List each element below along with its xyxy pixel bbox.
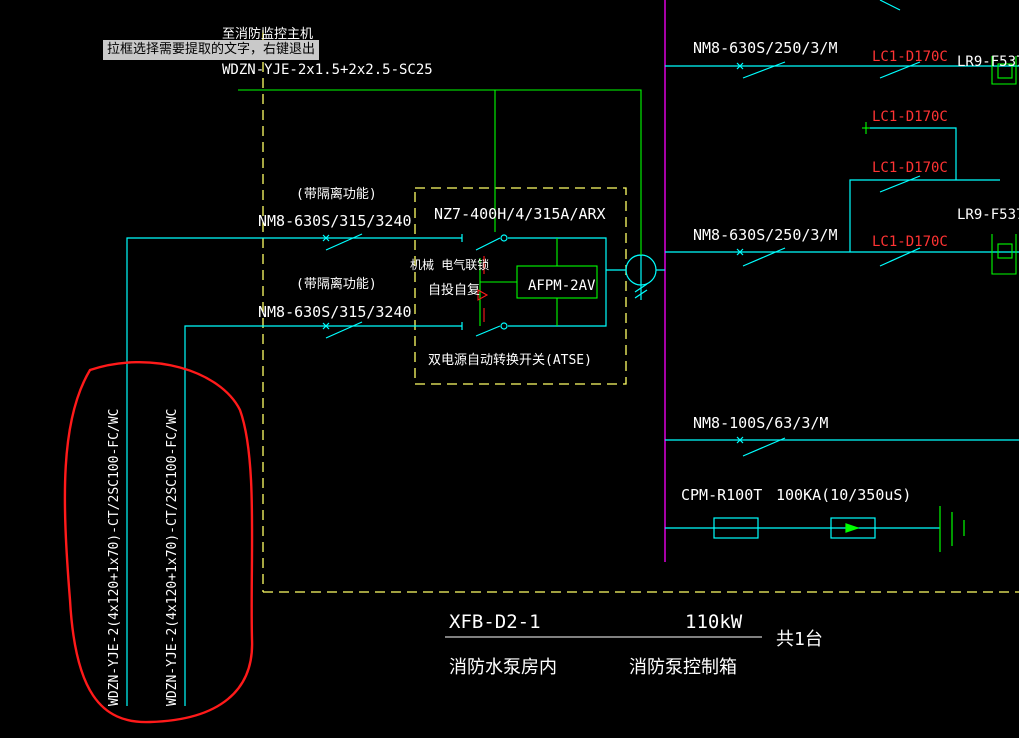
outgoing-circuits [665,0,1019,539]
outgoing-breaker-1: NM8-630S/250/3/M [693,39,838,57]
feeder-cable-1: WDZN-YJE-2(4x120+1x70)-CT/2SC100-FC/WC [107,409,122,706]
atse-controller: AFPM-2AV [528,278,596,294]
monitor-cable-label: WDZN-YJE-2x1.5+2x2.5-SC25 [222,62,433,78]
red-markup-circle [63,360,254,724]
panel-count: 共1台 [776,629,823,650]
spd-model: CPM-R100T [681,486,762,504]
monitor-title: 至消防监控主机 [222,26,313,42]
hint-tooltip: 拉框选择需要提取的文字，右键退出 [103,40,320,60]
upper-feeder-breaker: NM8-630S/315/3240 [258,212,412,230]
panel-power: 110kW [685,611,743,633]
enclosure-frame [262,30,1019,593]
panel-code: XFB-D2-1 [449,611,541,633]
relay-2: LR9-F5371 [957,207,1019,223]
panel-name: 消防泵控制箱 [629,657,737,678]
contactor-2: LC1-D170C [872,109,948,125]
contactor-3: LC1-D170C [872,160,948,176]
panel-location: 消防水泵房内 [449,657,557,678]
contactor-ticks [862,122,870,134]
overload-relays [991,56,1017,275]
outgoing-breaker-2: NM8-630S/250/3/M [693,226,838,244]
feeder-cable-2: WDZN-YJE-2(4x120+1x70)-CT/2SC100-FC/WC [165,409,180,706]
atse-label: 双电源自动转换开关(ATSE) [428,353,592,368]
lower-feeder-breaker: NM8-630S/315/3240 [258,303,412,321]
breaker-marks [322,234,330,330]
monitor-cable [238,89,642,326]
upper-feeder-note: (带隔离功能) [296,186,377,202]
interlock-mark [477,256,489,322]
incoming-feeders [126,233,665,706]
lower-feeder-note: (带隔离功能) [296,276,377,292]
relay-1: LR9-F5371 [957,54,1019,70]
spd-rating: 100KA(10/350uS) [776,486,911,504]
contactor-1: LC1-D170C [872,49,948,65]
spd-ground [845,506,965,552]
atse-interlock-1: 机械 电气联锁 [410,257,489,272]
atse-model: NZ7-400H/4/315A/ARX [434,205,606,223]
contactor-4: LC1-D170C [872,234,948,250]
atse-interlock-2: 自投自复 [428,282,480,298]
outgoing-breaker-3: NM8-100S/63/3/M [693,414,828,432]
